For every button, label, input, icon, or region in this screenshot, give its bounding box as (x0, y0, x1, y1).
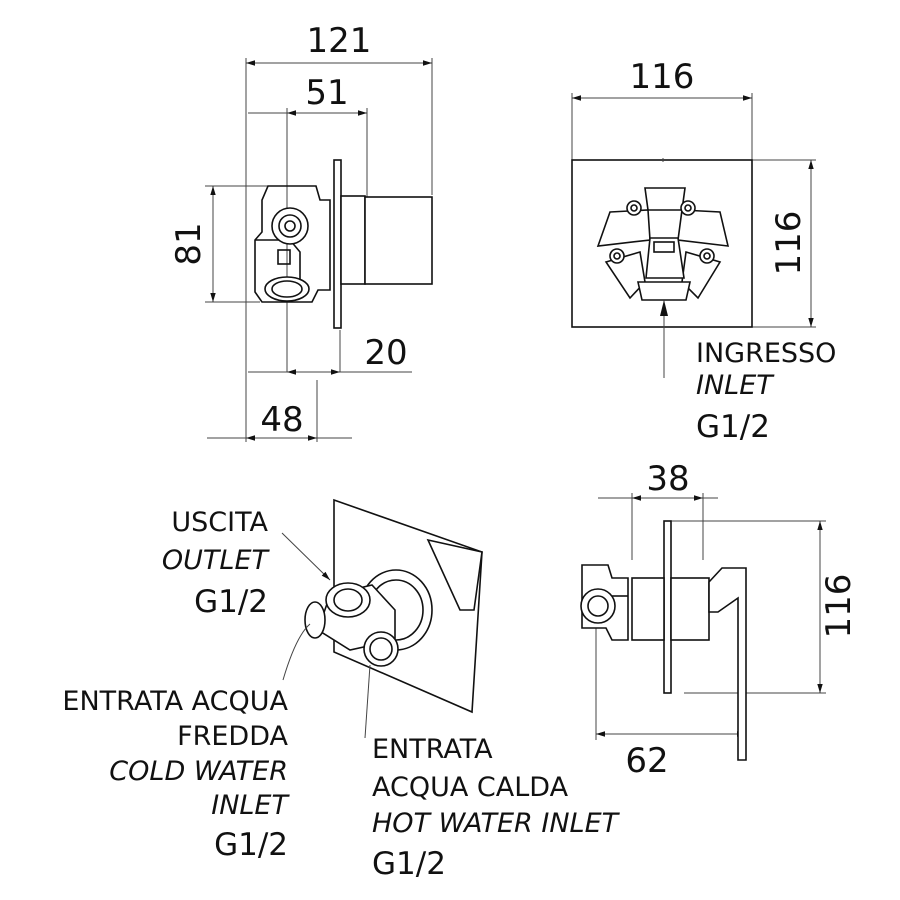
dim-20: 20 (364, 333, 407, 373)
dim-121: 121 (307, 21, 372, 61)
right-upper-arm (677, 209, 730, 247)
dim-116-lower: 116 (819, 574, 859, 639)
outlet-connector (271, 207, 309, 245)
lever-wall-plate (663, 520, 672, 694)
dim-116-height: 116 (769, 211, 809, 276)
cold-label-en-2: INLET (211, 790, 290, 821)
inlet-label-size: G1/2 (696, 409, 770, 445)
iso-cold-port (304, 601, 326, 639)
iso-outlet-port (325, 582, 371, 618)
iso-handle (426, 538, 483, 611)
hot-label-it-2: ACQUA CALDA (372, 772, 569, 803)
inlet-label-en: INLET (696, 370, 775, 401)
handle-body (364, 196, 433, 285)
hot-label-en: HOT WATER INLET (372, 808, 621, 839)
dim-38: 38 (646, 459, 689, 499)
outlet-label-en: OUTLET (162, 545, 271, 576)
side-view: 121 51 81 20 48 (169, 21, 433, 442)
lever-side-view: 38 116 62 (580, 459, 859, 781)
dim-62: 62 (625, 741, 668, 781)
dim-81: 81 (169, 222, 209, 265)
cold-label-it-2: FREDDA (177, 721, 288, 752)
outlet-label-size: G1/2 (194, 584, 268, 620)
dim-48: 48 (260, 400, 303, 440)
hot-label-it-1: ENTRATA (372, 734, 493, 765)
iso-hot-port (363, 631, 399, 667)
hot-label-size: G1/2 (372, 846, 446, 882)
cold-label-size: G1/2 (214, 827, 288, 863)
valve-body (254, 185, 331, 303)
front-view: 116 116 INGRESSO INLET G1/2 (571, 57, 836, 445)
lever-hot-port (580, 588, 616, 624)
cold-label-it-1: ENTRATA ACQUA (62, 686, 288, 717)
dim-51: 51 (305, 73, 348, 113)
lever-collar (631, 577, 665, 641)
outlet-label-it: USCITA (171, 507, 268, 538)
lever-arm (708, 567, 747, 761)
inlet-label-it: INGRESSO (696, 338, 836, 369)
dim-116-width: 116 (630, 57, 695, 97)
isometric-view: USCITA OUTLET G1/2 ENTRATA ACQUA FREDDA … (62, 498, 621, 882)
wall-plate (333, 159, 342, 329)
lever-handle-base (670, 577, 710, 641)
collar (340, 195, 366, 285)
inlet-port (637, 281, 691, 301)
centre-body (645, 237, 685, 279)
cold-label-en-1: COLD WATER (109, 756, 288, 787)
